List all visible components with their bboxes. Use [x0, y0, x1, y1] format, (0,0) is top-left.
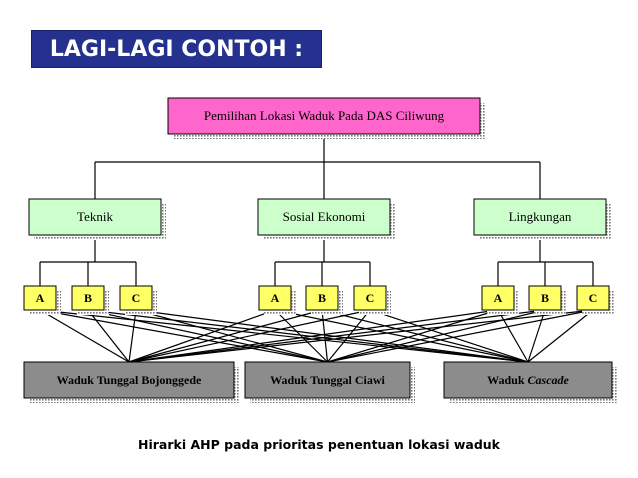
- subcriteria-node-3-3-rect: [576, 285, 610, 311]
- subcriteria-label-1-1: A: [36, 291, 45, 305]
- sub-alt-link-3-3-2: [327, 309, 594, 363]
- subcriteria-node-2-2-rect: [305, 285, 339, 311]
- alternative-node-3: Waduk Cascade: [443, 361, 617, 403]
- sub-alt-link-2-3-3: [369, 309, 529, 363]
- criteria-label-1: Teknik: [77, 209, 113, 224]
- subcriteria-node-2-2: B: [305, 285, 343, 315]
- criteria-node-1: Teknik: [28, 198, 166, 240]
- sub-alt-link-1-1-1: [39, 309, 130, 363]
- subcriteria-label-1-3: C: [132, 291, 141, 305]
- alternative-node-3-rect: [443, 361, 613, 399]
- sub-alt-link-3-1-1: [128, 309, 499, 363]
- alternative-node-2-rect: [244, 361, 411, 399]
- sub-alt-link-2-3-1: [128, 309, 371, 363]
- alternative-label-3: Waduk Cascade: [487, 373, 569, 387]
- sub-alt-link-3-1-2: [327, 309, 499, 363]
- hierarchy-nodes: Pemilihan Lokasi Waduk Pada DAS Ciliwung…: [23, 97, 617, 403]
- subcriteria-node-1-3-rect: [119, 285, 153, 311]
- criteria-node-2-rect: [257, 198, 391, 236]
- subcriteria-node-3-1-rect: [481, 285, 515, 311]
- sub-alt-link-3-2-3: [527, 309, 546, 363]
- sub-alt-link-1-3-3: [135, 309, 529, 363]
- sub-alt-link-1-3-1: [128, 309, 137, 363]
- alternative-node-1: Waduk Tunggal Bojonggede: [23, 361, 239, 403]
- subcriteria-node-2-1-rect: [258, 285, 292, 311]
- sub-alt-link-2-1-2: [274, 309, 328, 363]
- sub-alt-link-2-2-2: [321, 309, 329, 363]
- sub-alt-link-1-1-3: [39, 309, 529, 363]
- subcriteria-node-1-2: B: [71, 285, 109, 315]
- subcriteria-label-3-2: B: [541, 291, 549, 305]
- slide-title: LAGI-LAGI CONTOH :: [31, 30, 322, 68]
- subcriteria-node-3-2-rect: [528, 285, 562, 311]
- criteria-label-2: Sosial Ekonomi: [283, 209, 366, 224]
- criteria-node-1-rect: [28, 198, 162, 236]
- sub-alt-link-2-1-3: [274, 309, 529, 363]
- sub-alt-link-2-2-1: [128, 309, 323, 363]
- subcriteria-node-1-1: A: [23, 285, 61, 315]
- sub-alt-link-2-2-3: [321, 309, 529, 363]
- sub-alt-link-1-2-3: [87, 309, 529, 363]
- sub-alt-link-3-3-3: [527, 309, 594, 363]
- subcriteria-node-1-2-rect: [71, 285, 105, 311]
- subcriteria-label-3-3: C: [589, 291, 598, 305]
- goal-label: Pemilihan Lokasi Waduk Pada DAS Ciliwung: [204, 108, 445, 123]
- diagram-caption: Hirarki AHP pada prioritas penentuan lok…: [138, 437, 500, 452]
- subcriteria-label-1-2: B: [84, 291, 92, 305]
- subcriteria-node-3-1: A: [481, 285, 519, 315]
- subcriteria-node-3-3: C: [576, 285, 614, 315]
- alternative-node-1-rect: [23, 361, 235, 399]
- sub-alt-link-3-1-3: [497, 309, 529, 363]
- criteria-label-3: Lingkungan: [509, 209, 572, 224]
- alternative-label-2: Waduk Tunggal Ciawi: [270, 373, 385, 387]
- subcriteria-label-2-2: B: [318, 291, 326, 305]
- goal-node: Pemilihan Lokasi Waduk Pada DAS Ciliwung: [167, 97, 485, 139]
- sub-alt-link-1-1-2: [39, 309, 328, 363]
- subcriteria-node-2-1: A: [258, 285, 296, 315]
- subcriteria-label-2-3: C: [366, 291, 375, 305]
- sub-alt-link-1-3-2: [135, 309, 328, 363]
- alternative-label-italic-3: Cascade: [528, 373, 570, 387]
- sub-alt-link-2-3-2: [327, 309, 371, 363]
- subcriteria-node-3-2: B: [528, 285, 566, 315]
- criteria-node-2: Sosial Ekonomi: [257, 198, 395, 240]
- sub-alt-link-1-2-2: [87, 309, 328, 363]
- sub-alt-link-2-1-1: [128, 309, 276, 363]
- alternative-label-main-2: Waduk Tunggal Ciawi: [270, 373, 385, 387]
- criteria-node-3: Lingkungan: [473, 198, 611, 240]
- goal-node-rect: [167, 97, 481, 135]
- alternative-node-2: Waduk Tunggal Ciawi: [244, 361, 415, 403]
- subcriteria-node-1-1-rect: [23, 285, 57, 311]
- subcriteria-node-2-3-rect: [353, 285, 387, 311]
- sub-alt-link-3-2-2: [327, 309, 546, 363]
- subcriteria-node-2-3: C: [353, 285, 391, 315]
- sub-alt-link-3-2-1: [128, 309, 546, 363]
- hierarchy-connectors: [39, 134, 594, 363]
- alternative-label-main-3: Waduk: [487, 373, 527, 387]
- alternative-label-1: Waduk Tunggal Bojonggede: [57, 373, 202, 387]
- criteria-node-3-rect: [473, 198, 607, 236]
- subcriteria-label-2-1: A: [271, 291, 280, 305]
- sub-alt-link-1-2-1: [87, 309, 130, 363]
- sub-alt-link-3-3-1: [128, 309, 594, 363]
- subcriteria-label-3-1: A: [494, 291, 503, 305]
- subcriteria-node-1-3: C: [119, 285, 157, 315]
- alternative-label-main-1: Waduk Tunggal Bojonggede: [57, 373, 202, 387]
